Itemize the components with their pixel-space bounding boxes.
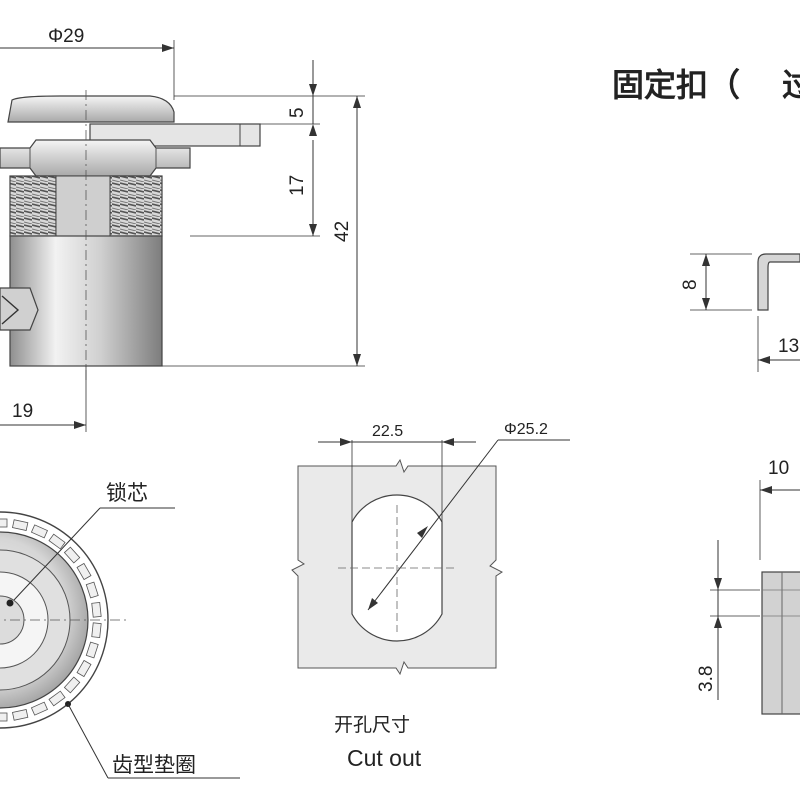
diameter-25-2-label: Φ25.2 — [504, 421, 548, 438]
washer-tooth — [63, 546, 81, 564]
washer-tooth — [48, 690, 66, 707]
washer-teeth — [0, 518, 102, 722]
side-view: Φ29 5 17 — [0, 26, 365, 432]
washer-tooth — [91, 602, 102, 618]
washer-tooth — [30, 701, 49, 716]
thread-left — [9, 175, 57, 237]
dim-10-label: 10 — [768, 458, 789, 479]
retaining-clip-section: 固定扣（ 过 8 13 10 3.8 — [612, 66, 800, 715]
washer-tooth — [76, 562, 92, 581]
dim-3-8-label: 3.8 — [696, 666, 717, 692]
washer-tooth — [0, 712, 8, 722]
dim-8-label: 8 — [680, 279, 701, 290]
washer-tooth — [85, 581, 99, 599]
front-view: 锁芯 齿型垫圈 — [0, 481, 240, 779]
cutout-cn-label: 开孔尺寸 — [334, 714, 410, 736]
cutout-en-label: Cut out — [347, 745, 422, 771]
diameter-29-label: Φ29 — [48, 26, 84, 47]
dim-17-label: 17 — [287, 175, 308, 196]
washer-tooth — [76, 659, 92, 678]
dim-5-label: 5 — [287, 107, 308, 118]
washer-tooth — [12, 519, 29, 531]
clip-front — [761, 571, 800, 715]
thread-right — [109, 175, 163, 237]
washer-tooth — [12, 709, 29, 721]
washer-tooth — [30, 524, 49, 539]
washer-tooth — [85, 641, 99, 659]
key-tip — [0, 287, 39, 331]
section-title-tail: 过 — [782, 66, 800, 104]
washer-tooth — [91, 622, 102, 638]
dim-19-label: 19 — [12, 401, 33, 422]
washer-tooth — [48, 533, 66, 550]
dim-22-5-label: 22.5 — [372, 423, 403, 440]
toothed-washer-label: 齿型垫圈 — [112, 753, 196, 777]
cutout-view: 22.5 Φ25.2 开孔尺寸 Cut out — [291, 421, 570, 771]
lock-core-label: 锁芯 — [106, 481, 148, 505]
washer-tooth — [0, 518, 8, 528]
dim-13-label: 13 — [778, 336, 799, 357]
washer-tooth — [63, 676, 81, 694]
lock-cap — [7, 95, 175, 123]
section-title: 固定扣（ — [612, 66, 740, 104]
clip-side — [757, 253, 800, 311]
dim-42-label: 42 — [332, 221, 353, 242]
